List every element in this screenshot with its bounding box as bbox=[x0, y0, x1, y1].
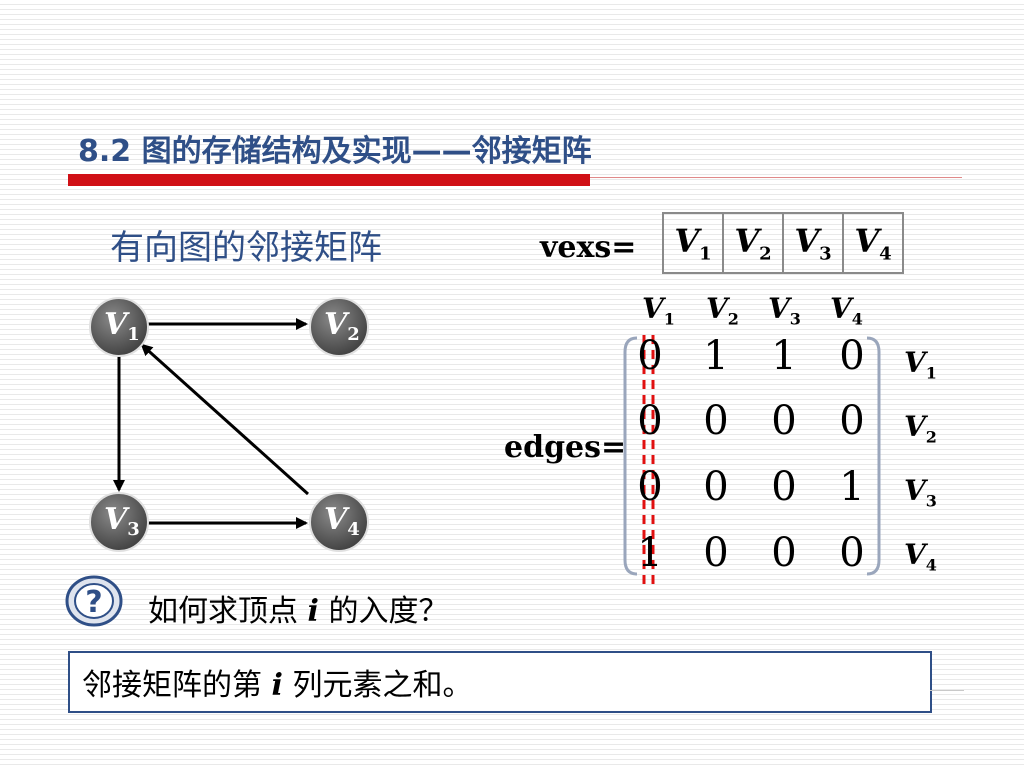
vexs-cell: V1 bbox=[662, 212, 724, 274]
node-v2: V2 bbox=[309, 297, 369, 357]
matrix-cell: 0 bbox=[637, 398, 663, 444]
matrix-cell: 0 bbox=[703, 530, 729, 576]
node-v1: V1 bbox=[89, 297, 149, 357]
matrix-cell: 1 bbox=[839, 464, 865, 510]
matrix-cell: 0 bbox=[839, 333, 865, 379]
svg-text:V2: V2 bbox=[324, 307, 360, 345]
footer-line bbox=[930, 690, 964, 691]
answer-box bbox=[68, 651, 932, 713]
matrix-cell: 0 bbox=[771, 530, 797, 576]
matrix-brackets bbox=[623, 330, 881, 590]
svg-text:V1: V1 bbox=[104, 307, 140, 345]
title-underline-bar bbox=[68, 174, 590, 186]
matrix-cell: 0 bbox=[839, 398, 865, 444]
matrix-cell: 0 bbox=[771, 398, 797, 444]
svg-text:V3: V3 bbox=[104, 502, 140, 540]
matrix-row-header: V1 bbox=[904, 346, 937, 383]
subtitle: 有向图的邻接矩阵 bbox=[110, 228, 382, 268]
matrix-col-header: V3 bbox=[768, 292, 801, 329]
edge-v4-v1 bbox=[140, 343, 310, 496]
matrix-cell: 1 bbox=[637, 530, 663, 576]
matrix-col-header: V1 bbox=[642, 292, 675, 329]
edges-label: edges= bbox=[504, 430, 627, 465]
node-v4: V4 bbox=[309, 492, 369, 552]
matrix-right-bracket bbox=[866, 336, 881, 576]
vexs-cell: V4 bbox=[842, 212, 904, 274]
matrix-col-header: V4 bbox=[830, 292, 863, 329]
matrix-row-header: V2 bbox=[904, 410, 937, 447]
matrix-cell: 0 bbox=[637, 464, 663, 510]
page-title: 8.2 图的存储结构及实现——邻接矩阵 bbox=[78, 126, 592, 170]
svg-text:?: ? bbox=[85, 585, 102, 620]
vexs-array: V1 V2 V3 V4 bbox=[662, 212, 904, 274]
matrix-row-header: V3 bbox=[904, 474, 937, 511]
matrix-cell: 0 bbox=[839, 530, 865, 576]
matrix-cell: 0 bbox=[771, 464, 797, 510]
matrix-left-bracket bbox=[623, 336, 638, 576]
matrix-cell: 1 bbox=[771, 333, 797, 379]
matrix-cell: 1 bbox=[703, 333, 729, 379]
title-text: 图的存储结构及实现——邻接矩阵 bbox=[141, 134, 592, 169]
title-thin-line bbox=[590, 177, 962, 178]
matrix-col-header: V2 bbox=[706, 292, 739, 329]
question-text: 如何求顶点 i 的入度？ bbox=[148, 594, 449, 629]
directed-graph: V1 V2 V3 V4 bbox=[89, 297, 369, 552]
question-icon: ? bbox=[65, 575, 123, 627]
answer-text: 邻接矩阵的第 i 列元素之和。 bbox=[82, 668, 473, 703]
matrix-cell: 0 bbox=[637, 333, 663, 379]
matrix-row-header: V4 bbox=[904, 538, 937, 575]
vexs-cell: V2 bbox=[722, 212, 784, 274]
node-v3: V3 bbox=[89, 492, 149, 552]
vexs-label: vexs= bbox=[540, 230, 637, 265]
vexs-cell: V3 bbox=[782, 212, 844, 274]
section-number: 8.2 bbox=[78, 134, 132, 169]
matrix-cell: 0 bbox=[703, 398, 729, 444]
matrix-cell: 0 bbox=[703, 464, 729, 510]
svg-text:V4: V4 bbox=[324, 502, 360, 540]
